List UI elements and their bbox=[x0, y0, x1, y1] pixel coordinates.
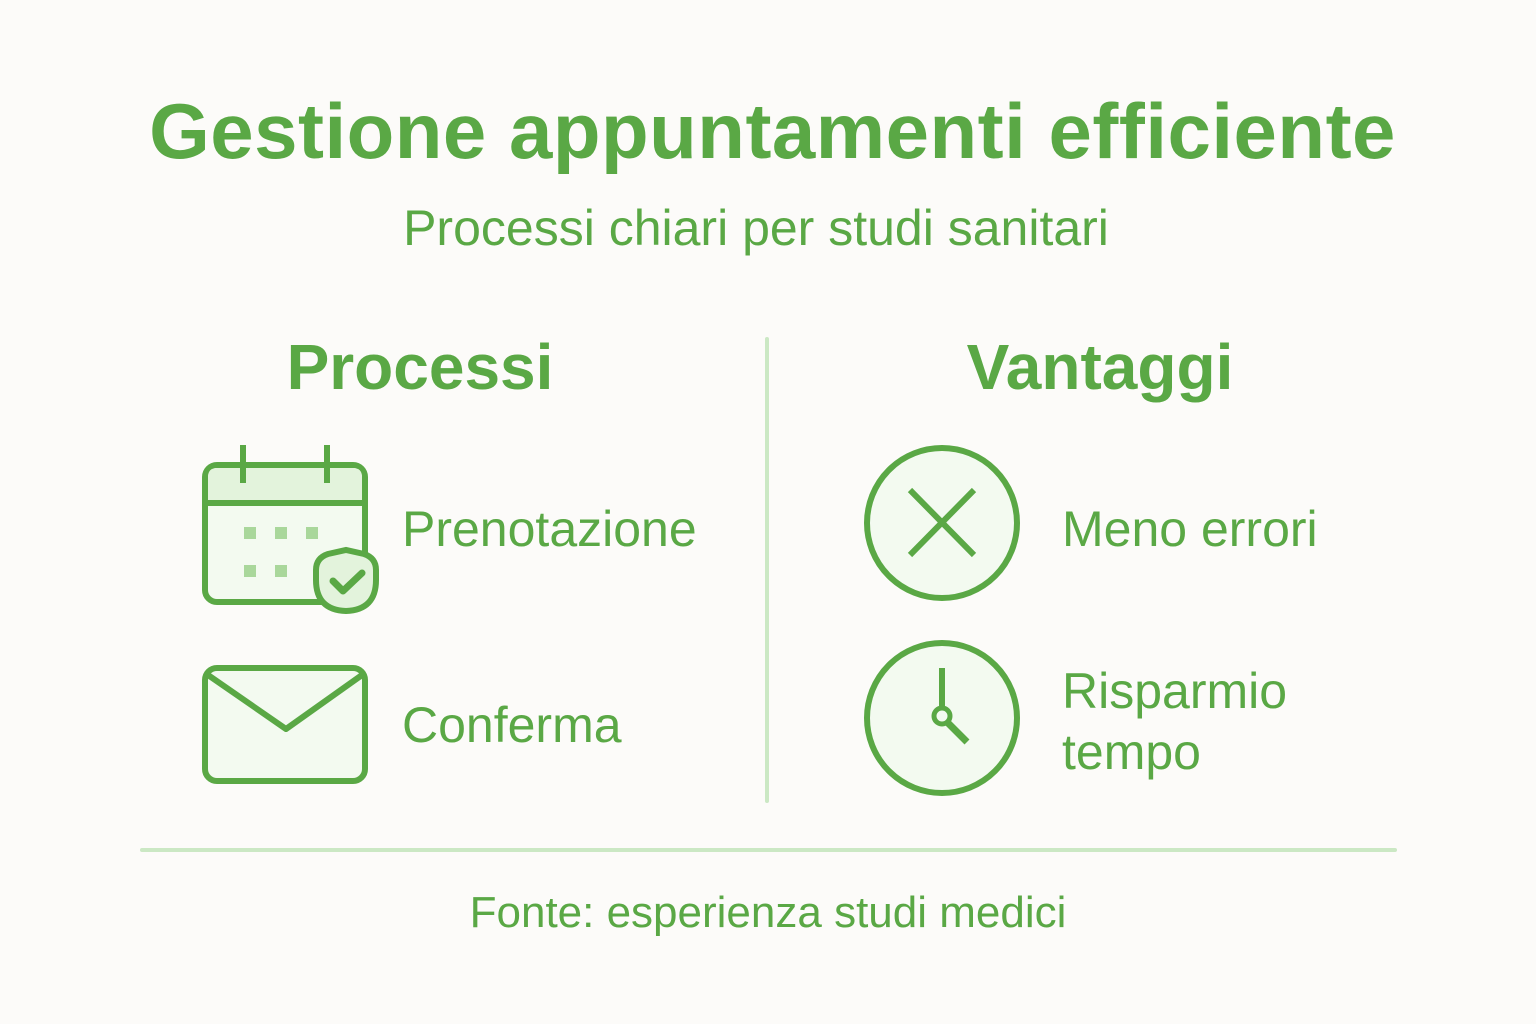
item-label-confirmation: Conferma bbox=[402, 697, 622, 753]
calendar-check-icon bbox=[202, 445, 379, 615]
benefits-heading: Vantaggi bbox=[966, 331, 1234, 403]
item-label-booking: Prenotazione bbox=[402, 501, 697, 557]
envelope-icon bbox=[202, 665, 368, 784]
footer-divider bbox=[140, 848, 1397, 852]
processes-heading: Processi bbox=[286, 331, 554, 403]
column-divider bbox=[765, 337, 769, 803]
item-label-time-saving-1: Risparmio bbox=[1062, 663, 1288, 719]
clock-icon bbox=[864, 640, 1020, 796]
item-label-fewer-errors: Meno errori bbox=[1062, 501, 1318, 557]
page-title: Gestione appuntamenti efficiente bbox=[149, 87, 1396, 175]
source-note: Fonte: esperienza studi medici bbox=[469, 888, 1067, 937]
x-circle-icon bbox=[864, 445, 1020, 601]
page-subtitle: Processi chiari per studi sanitari bbox=[403, 200, 1109, 256]
item-label-time-saving-2: tempo bbox=[1062, 724, 1201, 780]
